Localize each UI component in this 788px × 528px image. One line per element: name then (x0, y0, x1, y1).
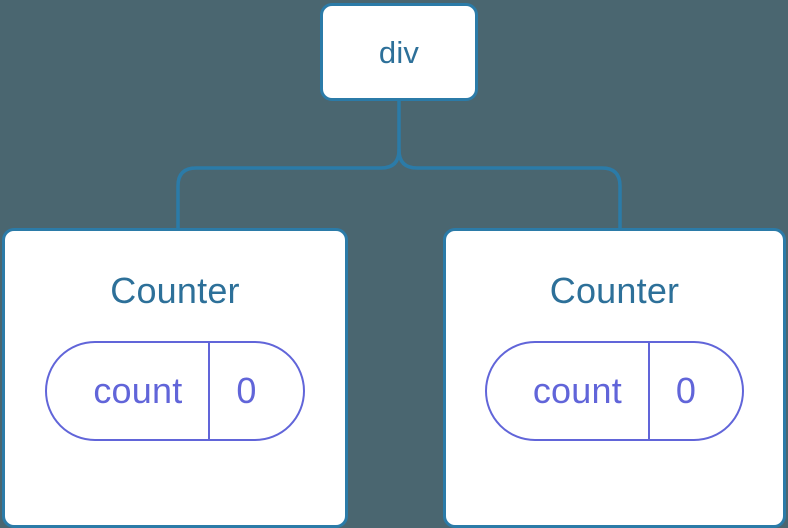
node-counter-left-label: Counter (110, 270, 240, 311)
state-pill-right[interactable]: count 0 (484, 341, 745, 441)
node-counter-left[interactable]: Counter count 0 (2, 228, 348, 528)
node-counter-right-label: Counter (549, 270, 680, 311)
state-value-right: 0 (647, 343, 742, 439)
component-tree-diagram: div Counter count 0 Counter count 0 (2, 3, 786, 528)
state-pill-left[interactable]: count 0 (45, 341, 305, 441)
state-value-left: 0 (208, 343, 302, 439)
state-key-left: count (93, 370, 183, 411)
state-key-right: count (532, 370, 622, 411)
node-div-label: div (378, 34, 420, 70)
connector-root-stem (176, 99, 401, 230)
connector-lines (176, 99, 622, 230)
connector-root-branch-right (397, 148, 622, 230)
node-counter-right[interactable]: Counter count 0 (443, 228, 786, 528)
node-div[interactable]: div (320, 3, 478, 101)
